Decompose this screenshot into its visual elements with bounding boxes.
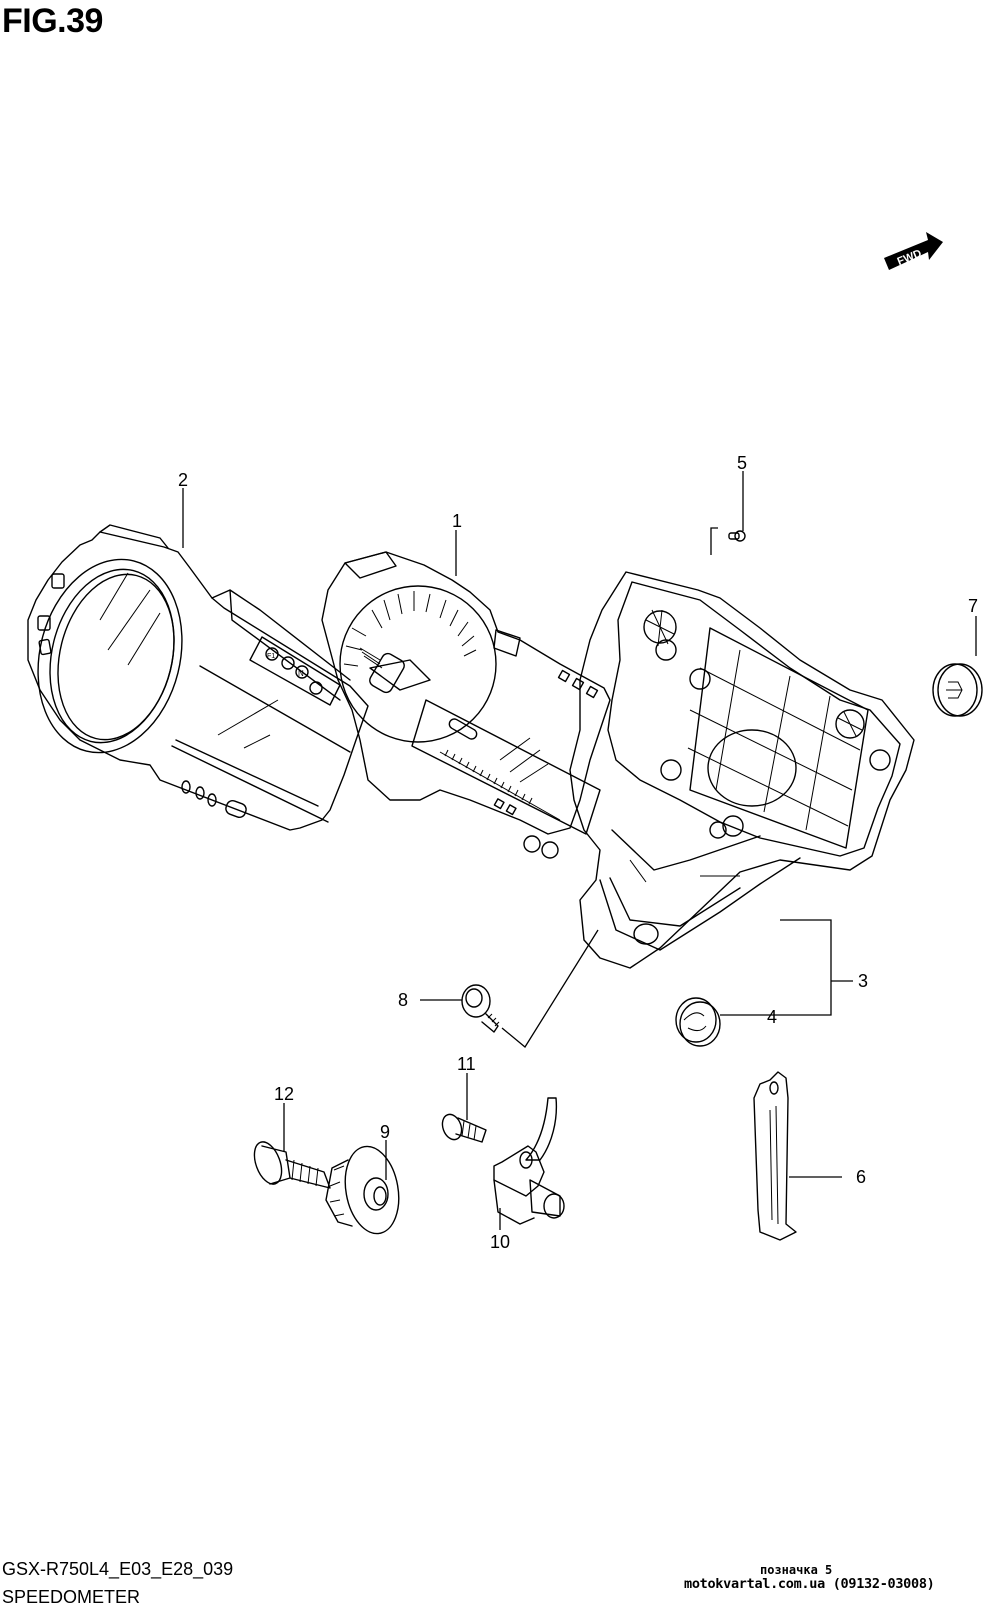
callout-12: 12 (274, 1084, 294, 1104)
part-2-meter-cover[interactable]: F1 N (18, 524, 369, 831)
part-3-meter-case[interactable] (569, 571, 915, 969)
callout-3: 3 (858, 971, 868, 991)
callout-11: 11 (457, 1054, 476, 1074)
callout-1: 1 (452, 511, 462, 531)
figure-title: FIG.39 (2, 2, 103, 40)
part-12-bolt[interactable] (249, 1138, 331, 1189)
leader-lines (182, 471, 977, 1230)
callout-5: 5 (737, 453, 747, 473)
part-6-band[interactable] (753, 1071, 797, 1241)
fwd-label: FWD (896, 248, 924, 269)
callout-10: 10 (490, 1232, 510, 1252)
model-code: GSX-R750L4_E03_E28_039 (2, 1559, 234, 1579)
part-9-rotor[interactable] (325, 1142, 405, 1238)
gauge-glyph-f1: F1 (267, 653, 275, 660)
callout-7: 7 (968, 596, 978, 616)
fwd-arrow-icon: FWD (884, 232, 943, 270)
callout-9: 9 (380, 1122, 390, 1142)
section-name: SPEEDOMETER (2, 1587, 141, 1607)
callout-8: 8 (398, 990, 408, 1010)
part-4-cushion[interactable] (675, 997, 721, 1047)
part-8-bolt[interactable] (461, 984, 500, 1033)
gauge-glyph-n: N (298, 669, 304, 678)
part-5-screw[interactable] (728, 530, 746, 542)
callout-2: 2 (178, 470, 188, 490)
part-7-cap[interactable] (932, 663, 983, 717)
watermark-site: motokvartal.com.ua (09132-03008) (684, 1576, 935, 1592)
part-1-meter-assembly[interactable] (321, 551, 611, 859)
callout-4: 4 (767, 1007, 777, 1027)
watermark-label: позначка 5 (760, 1563, 833, 1577)
part-10-speed-sensor[interactable] (493, 1097, 565, 1225)
callout-6: 6 (856, 1167, 866, 1187)
part-11-bolt[interactable] (439, 1112, 487, 1143)
